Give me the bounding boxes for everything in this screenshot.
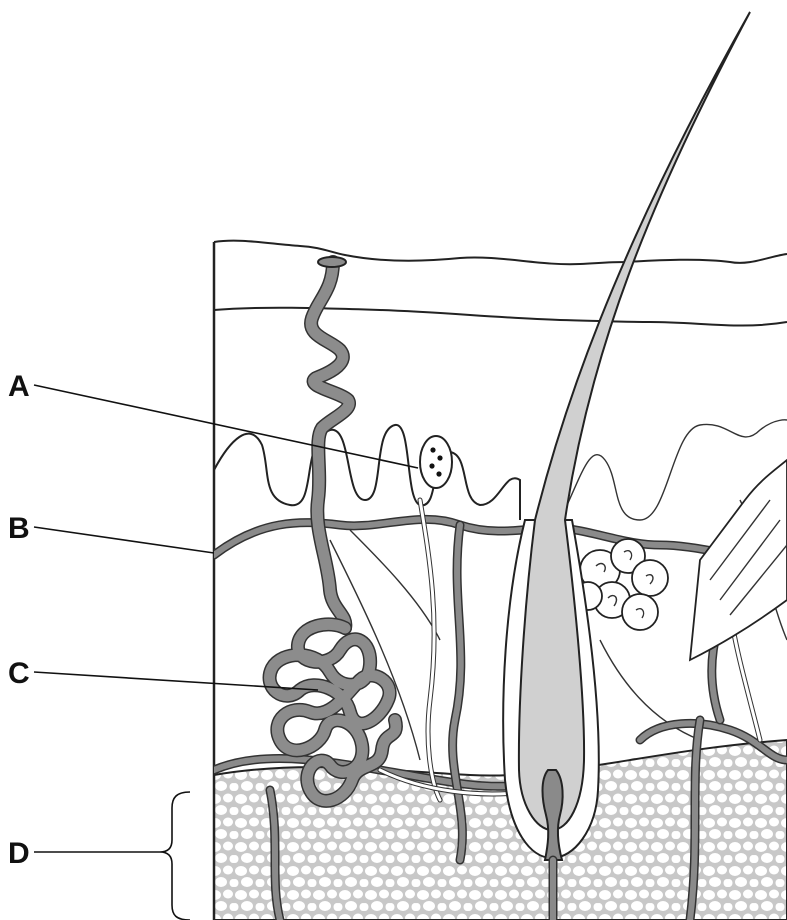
skin-surface: [214, 241, 787, 265]
label-d: D: [8, 837, 30, 870]
sweat-gland: [270, 257, 396, 801]
subcutaneous-fat-layer: [214, 740, 787, 920]
dermal-papillae-outline: [214, 425, 520, 520]
label-d-bracket: [160, 792, 190, 920]
label-c: C: [8, 657, 30, 690]
label-a: A: [8, 370, 30, 403]
label-b: B: [8, 512, 30, 545]
arrector-pili-muscle: [690, 460, 787, 660]
epidermis-boundary: [214, 308, 787, 326]
label-a-leader: [34, 385, 418, 468]
sensory-receptor: [420, 436, 452, 488]
label-b-leader: [34, 527, 214, 553]
